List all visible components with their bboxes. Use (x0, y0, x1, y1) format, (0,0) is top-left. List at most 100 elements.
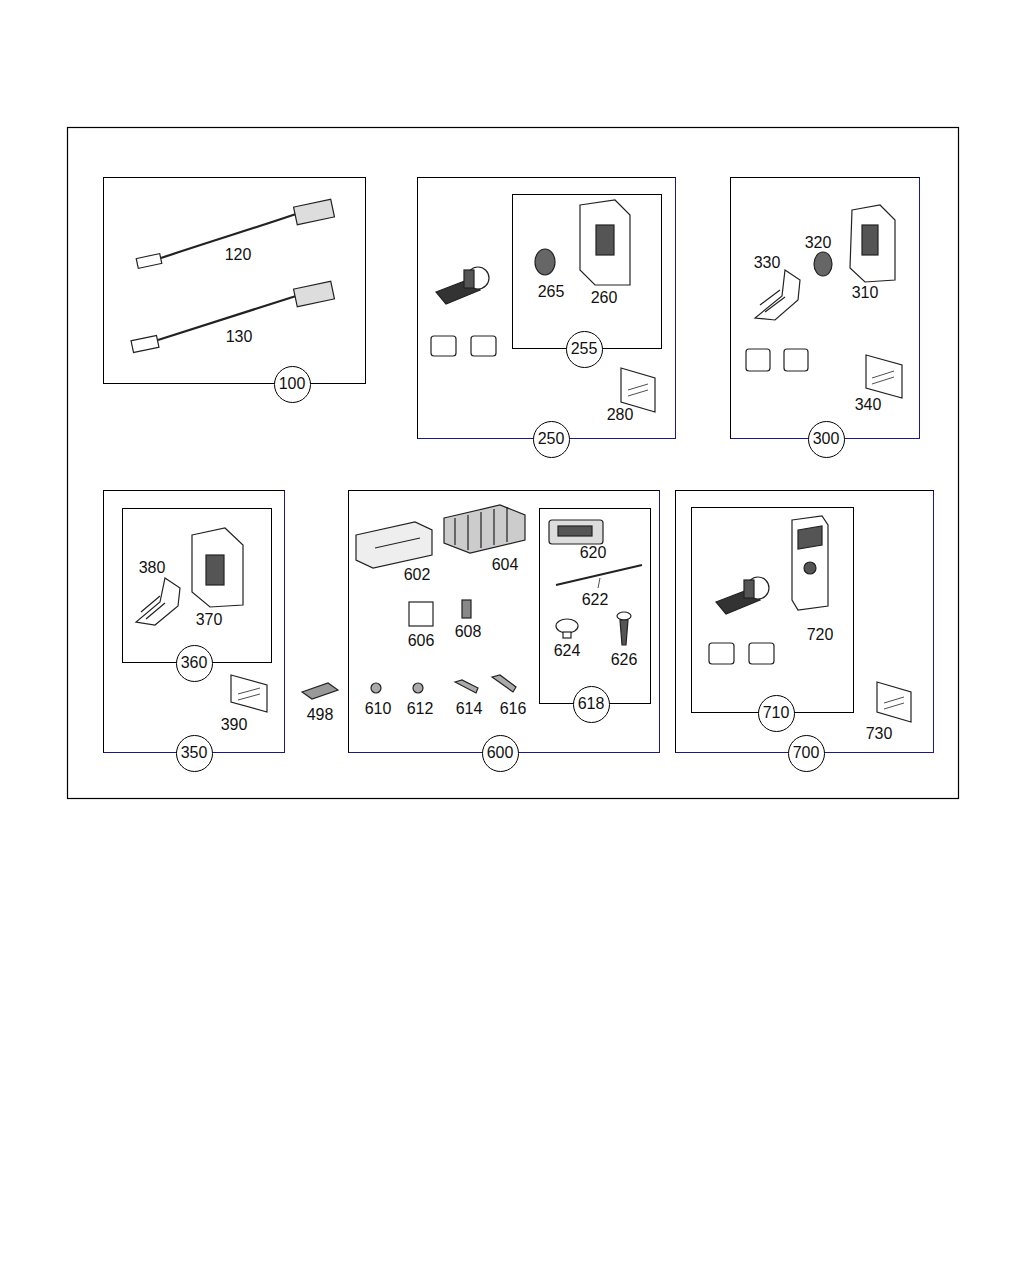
group-box: 700710 (675, 490, 934, 753)
clip-stem (563, 632, 571, 638)
group-number: 700 (793, 745, 820, 761)
group-box: 360 (122, 508, 272, 663)
bracket (136, 578, 180, 625)
glass-hatch (238, 688, 260, 700)
cover-lock (804, 562, 816, 574)
memory-card (302, 683, 338, 699)
callout-number: 606 (408, 632, 435, 650)
group-number-circle: 250 (533, 421, 570, 458)
glass (231, 675, 267, 712)
group-number-circle: 360 (176, 645, 213, 682)
clip (709, 643, 734, 664)
bolt (492, 675, 516, 692)
callout-number: 612 (407, 700, 434, 718)
glass-hatch (884, 697, 904, 709)
group-number-circle: 700 (788, 735, 825, 772)
mirror-panel (850, 205, 895, 282)
antenna-module (549, 520, 603, 544)
group-box: 255 (512, 194, 662, 349)
nut (413, 683, 423, 693)
callout-number: 624 (554, 642, 581, 660)
clip (749, 643, 774, 664)
group-number-circle: 100 (274, 366, 311, 403)
relay-module (444, 505, 525, 553)
cable-connector (294, 199, 335, 225)
leader-line (598, 578, 600, 588)
callout-number: 370 (196, 611, 223, 629)
glass (877, 682, 911, 722)
group-number-circle: 255 (566, 331, 603, 368)
callout-number: 614 (456, 700, 483, 718)
glass-hatch (628, 384, 648, 396)
callout-number: 602 (404, 566, 431, 584)
cover-slot (798, 526, 822, 549)
group-number-circle: 300 (808, 421, 845, 458)
control-module (356, 522, 432, 568)
panel-socket (862, 225, 878, 255)
fuse (409, 602, 433, 626)
panel-socket (206, 555, 224, 585)
group-number-circle: 710 (758, 695, 795, 732)
callout-number: 616 (500, 700, 527, 718)
knob (814, 252, 832, 276)
group-number-circle: 618 (573, 686, 610, 723)
group-number: 360 (181, 655, 208, 671)
usb-plug (136, 254, 162, 269)
group-number: 710 (763, 705, 790, 721)
callout-number: 120 (225, 246, 252, 264)
callout-number: 280 (607, 406, 634, 424)
callout-number: 340 (855, 396, 882, 414)
screw-shank (620, 620, 628, 645)
clip (746, 349, 770, 371)
bracket-rib (760, 290, 785, 312)
callout-number: 265 (538, 283, 565, 301)
bracket (755, 270, 800, 320)
callout-number: 390 (221, 716, 248, 734)
callout-number: 330 (754, 254, 781, 272)
mirror-panel (580, 200, 630, 285)
callout-number: 380 (139, 559, 166, 577)
callout-number: 260 (591, 289, 618, 307)
glass-hatch (872, 371, 894, 384)
panel-socket (596, 225, 614, 255)
group-box: 350360 (103, 490, 285, 753)
callout-number: 730 (866, 725, 893, 743)
knob (535, 249, 555, 275)
callout-number: 626 (611, 651, 638, 669)
outer-frame (68, 128, 959, 799)
group-number: 350 (181, 745, 208, 761)
usb-plug (131, 335, 159, 352)
clip (431, 336, 456, 356)
group-box: 100 (103, 177, 366, 384)
clip (784, 349, 808, 371)
group-box: 300 (730, 177, 920, 439)
callout-number: 310 (852, 284, 879, 302)
nut (371, 683, 381, 693)
module-ribs (455, 507, 507, 550)
mirror-panel (192, 528, 243, 607)
callout-number: 608 (455, 623, 482, 641)
callout-number: 130 (226, 328, 253, 346)
group-number-circle: 350 (176, 735, 213, 772)
cover-panel (792, 516, 828, 610)
group-number: 300 (813, 431, 840, 447)
callout-number: 320 (805, 234, 832, 252)
callout-number: 620 (580, 544, 607, 562)
bracket-rib (141, 596, 165, 619)
bracket-arm (464, 270, 474, 288)
clip (471, 336, 496, 356)
group-number: 100 (279, 376, 306, 392)
callout-number: 498 (307, 706, 334, 724)
group-number: 250 (538, 431, 565, 447)
cable-connector (294, 281, 335, 307)
bolt (455, 680, 478, 693)
group-box: 250255 (417, 177, 676, 439)
glass (866, 355, 902, 398)
callout-number: 622 (582, 591, 609, 609)
group-number: 600 (487, 745, 514, 761)
clip-head (556, 619, 578, 633)
callout-number: 604 (492, 556, 519, 574)
callout-number: 720 (807, 626, 834, 644)
